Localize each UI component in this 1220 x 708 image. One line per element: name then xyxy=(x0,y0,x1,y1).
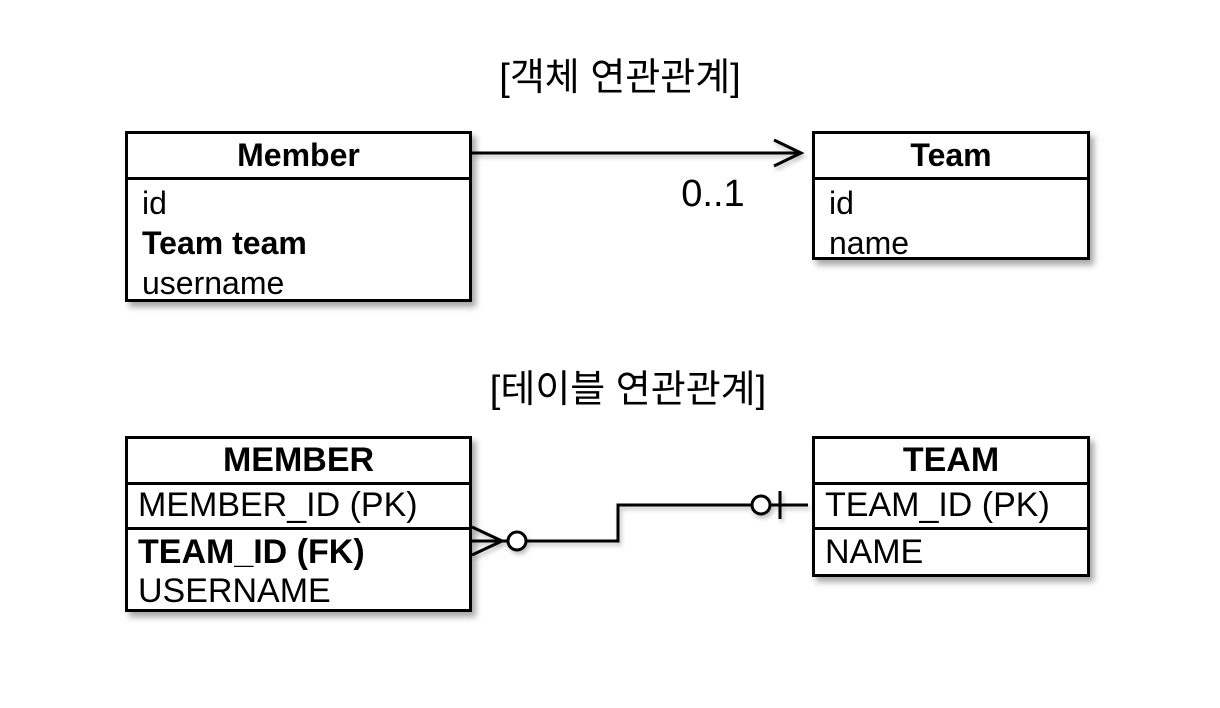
member-table-rows: TEAM_ID (FK) USERNAME xyxy=(128,530,469,611)
member-field-id: id xyxy=(142,185,167,221)
team-field-id: id xyxy=(829,185,854,221)
member-table-username-row: USERNAME xyxy=(138,572,331,610)
zero-circle-icon xyxy=(506,530,528,552)
member-field-username: username xyxy=(142,265,285,301)
team-class-fields: id name xyxy=(815,180,1087,263)
table-section-title: [테이블 연관관계] xyxy=(489,369,767,411)
team-table-name-row: NAME xyxy=(825,533,924,571)
member-class-box: Member id Team team username xyxy=(125,131,472,302)
crows-foot-icon xyxy=(471,525,503,543)
table-relationship-line xyxy=(471,491,808,557)
multiplicity-label: 0..1 xyxy=(681,173,745,215)
member-table-box: MEMBER MEMBER_ID (PK) TEAM_ID (FK) USERN… xyxy=(125,436,472,612)
team-table-pk-row: TEAM_ID (PK) xyxy=(815,485,1087,530)
crows-foot-icon xyxy=(471,539,503,557)
member-table-pk-row: MEMBER_ID (PK) xyxy=(128,485,469,530)
team-table-title: TEAM xyxy=(815,439,1087,485)
team-table-box: TEAM TEAM_ID (PK) NAME xyxy=(812,436,1090,577)
team-table-rows: NAME xyxy=(815,530,1087,572)
relationship-path xyxy=(472,503,808,543)
zero-circle-icon xyxy=(750,494,772,516)
member-class-title: Member xyxy=(128,134,469,180)
object-association-arrow xyxy=(472,138,805,168)
member-table-title: MEMBER xyxy=(128,439,469,485)
team-field-name: name xyxy=(829,225,910,261)
member-table-fk-row: TEAM_ID (FK) xyxy=(138,533,365,571)
member-field-team: Team team xyxy=(142,225,307,261)
object-section-title: [객체 연관관계] xyxy=(499,57,741,99)
team-class-box: Team id name xyxy=(812,131,1090,263)
open-arrowhead-icon xyxy=(773,138,805,168)
team-class-title: Team xyxy=(815,134,1087,180)
member-class-fields: id Team team username xyxy=(128,180,469,303)
